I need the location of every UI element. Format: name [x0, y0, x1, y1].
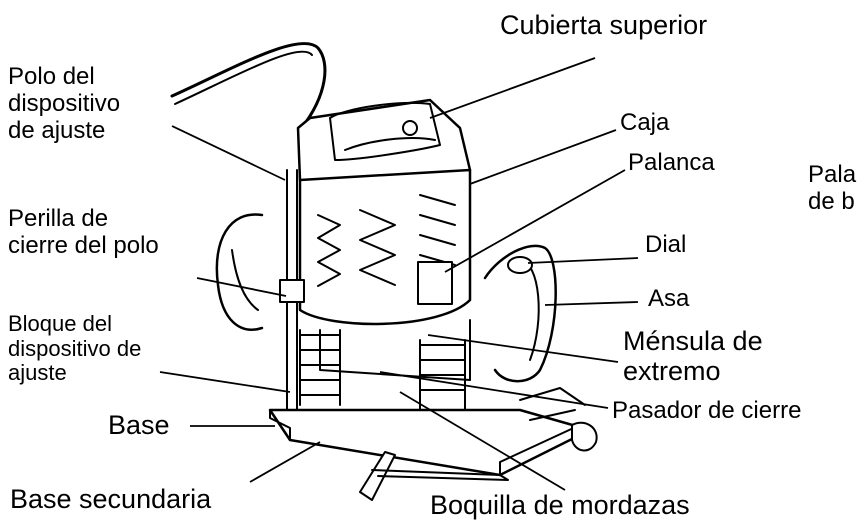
label-palanca-cutoff: Pala de b [808, 161, 857, 215]
label-perilla-de-cierre: Perilla de cierre del polo [8, 205, 159, 259]
lever-box [417, 261, 453, 305]
leader-base-secundaria [249, 441, 321, 483]
leader-bloque [159, 371, 291, 393]
label-base: Base [108, 410, 170, 440]
leader-asa [544, 301, 639, 306]
label-boquilla-de-mordazas: Boquilla de mordazas [430, 490, 690, 520]
label-pasador-de-cierre: Pasador de cierre [612, 397, 802, 424]
leader-palanca [444, 169, 626, 273]
label-dial: Dial [645, 231, 687, 258]
leader-boquilla [399, 391, 566, 491]
label-mensula-de-extremo: Ménsula de extremo [623, 326, 763, 387]
clamp-knob [571, 421, 598, 452]
dial-knob [507, 256, 533, 274]
leader-mensula [427, 334, 619, 363]
leader-polo [171, 125, 286, 181]
label-asa: Asa [648, 285, 690, 312]
label-palanca: Palanca [628, 149, 715, 176]
label-polo-del-dispositivo: Polo del dispositivo de ajuste [8, 63, 121, 144]
column-springs [299, 329, 466, 411]
leader-caja [469, 129, 617, 185]
label-bloque-del-dispositivo: Bloque del dispositivo de ajuste [8, 311, 142, 386]
left-handle [215, 213, 264, 331]
leader-pasador [379, 371, 609, 409]
leader-cubierta [429, 57, 596, 119]
leader-perilla [196, 277, 287, 297]
power-cord [170, 42, 327, 132]
label-cubierta-superior: Cubierta superior [500, 10, 708, 40]
leader-lines [159, 57, 639, 491]
end-bracket [319, 319, 471, 381]
label-caja: Caja [620, 109, 670, 136]
leader-dial [527, 257, 639, 264]
base-plate [268, 408, 592, 477]
right-handle [483, 244, 557, 383]
label-base-secundaria: Base secundaria [10, 484, 212, 514]
